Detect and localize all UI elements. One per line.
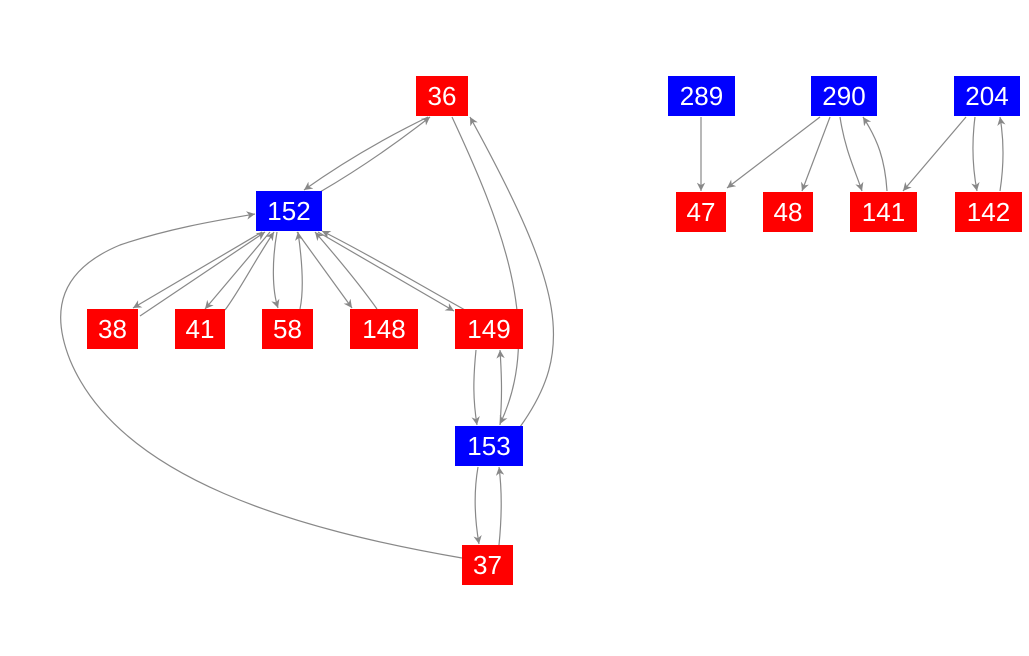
edge-58-to-152 [295,231,304,310]
node-289: 289 [668,76,735,116]
node-153: 153 [455,426,523,466]
node-41: 41 [175,309,225,349]
edge-37-to-152 [60,211,463,559]
edge-36-to-153 [451,116,520,425]
edge-149-to-153 [471,349,480,426]
edge-36-to-152 [303,116,429,191]
edge-204-to-142 [971,116,980,192]
node-142: 142 [955,192,1022,232]
edge-149-to-152 [321,230,466,311]
edge-153-to-149 [496,349,505,426]
node-149: 149 [455,309,523,349]
edge-37-to-153 [495,466,505,546]
edge-204-to-141 [902,116,967,192]
node-37: 37 [462,545,513,585]
edge-290-to-141 [839,116,864,192]
node-141: 141 [850,192,917,232]
node-290: 290 [811,76,877,116]
edge-152-to-148 [296,231,353,309]
edge-148-to-152 [314,231,378,310]
node-204: 204 [954,76,1020,116]
edge-152-to-149 [317,231,455,312]
edge-290-to-48 [801,116,831,192]
node-47: 47 [676,192,726,232]
edge-41-to-152 [224,231,275,311]
edge-152-to-58 [271,231,280,309]
node-38: 38 [87,309,138,349]
edge-152-to-41 [204,231,271,310]
edge-142-to-204 [997,116,1006,192]
node-48: 48 [763,192,813,232]
edge-290-to-47 [726,116,821,189]
edge-152-to-36 [319,116,431,193]
edge-153-to-37 [473,466,482,545]
edge-38-to-152 [139,231,266,317]
edge-152-to-38 [132,231,263,309]
node-152: 152 [256,191,322,231]
edge-153-to-36 [469,116,555,428]
node-36: 36 [416,76,468,116]
edge-141-to-290 [862,116,888,192]
node-148: 148 [350,309,418,349]
node-58: 58 [262,309,313,349]
